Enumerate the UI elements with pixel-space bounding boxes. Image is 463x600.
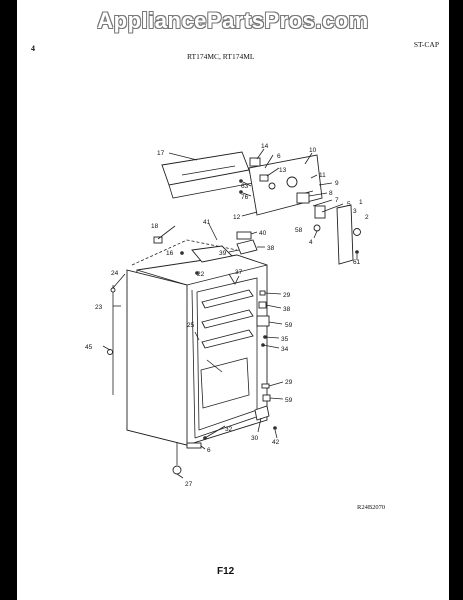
- callout-8: 8: [329, 190, 333, 197]
- callout-45: 45: [85, 344, 93, 351]
- callout-58: 58: [295, 227, 303, 234]
- callout-4: 4: [309, 239, 313, 246]
- callout-22: 22: [197, 271, 205, 278]
- callout-17: 17: [157, 150, 165, 157]
- parts-diagram-page: AppliancePartsPros.com 4 RT174MC, RT174M…: [17, 0, 449, 600]
- callout-12: 12: [233, 214, 241, 221]
- callout-23: 23: [95, 304, 103, 311]
- callout-38-top: 38: [267, 245, 275, 252]
- callout-27: 27: [185, 481, 193, 488]
- callout-41: 41: [203, 219, 211, 226]
- callout-25: 25: [187, 322, 195, 329]
- callout-37: 37: [235, 269, 243, 276]
- callout-59-lower: 59: [285, 397, 293, 404]
- callout-29-upper: 29: [283, 292, 291, 299]
- callout-63: 63: [241, 183, 249, 190]
- exploded-view-drawing: 17 14 6 10 11 13 63 76 9 8 7 12 18 41 40…: [85, 143, 369, 488]
- top-trim-part: [161, 151, 254, 199]
- callout-76: 76: [241, 194, 249, 201]
- callout-6: 6: [277, 153, 281, 160]
- callout-13: 13: [279, 167, 287, 174]
- callout-39: 39: [219, 250, 227, 257]
- callout-32: 32: [225, 426, 233, 433]
- callout-3: 3: [353, 208, 357, 215]
- callout-61: 61: [353, 259, 361, 266]
- callout-6-lower: 6: [207, 447, 211, 454]
- callout-labels: 17 14 6 10 11 13 63 76 9 8 7 12 18 41 40…: [85, 143, 369, 488]
- callout-9: 9: [335, 180, 339, 187]
- callout-42: 42: [272, 439, 280, 446]
- callout-10: 10: [309, 147, 317, 154]
- cabinet-liner: [126, 239, 268, 475]
- callout-29-lower: 29: [285, 379, 293, 386]
- category-code: ST-CAP: [413, 40, 439, 49]
- small-parts: [107, 157, 361, 449]
- callout-34: 34: [281, 346, 289, 353]
- callout-11: 11: [319, 172, 326, 179]
- watermark: AppliancePartsPros.com: [97, 8, 369, 33]
- model-numbers: RT174MC, RT174ML: [187, 52, 255, 61]
- callout-24: 24: [111, 270, 119, 277]
- callout-2: 2: [365, 214, 369, 221]
- figure-label: F12: [217, 566, 235, 577]
- callout-40: 40: [259, 230, 267, 237]
- callout-35: 35: [281, 336, 289, 343]
- callout-38-lower: 38: [283, 306, 291, 313]
- callout-30: 30: [251, 435, 259, 442]
- page-number: 4: [31, 44, 35, 53]
- callout-16: 16: [166, 250, 174, 257]
- callout-14: 14: [261, 143, 269, 150]
- leader-lines: [102, 148, 358, 479]
- callout-5: 5: [347, 201, 351, 208]
- callout-7: 7: [335, 197, 339, 204]
- callout-18: 18: [151, 223, 159, 230]
- drawing-code: R24B2070: [357, 504, 386, 511]
- callout-1: 1: [359, 199, 363, 206]
- callout-59-upper: 59: [285, 322, 293, 329]
